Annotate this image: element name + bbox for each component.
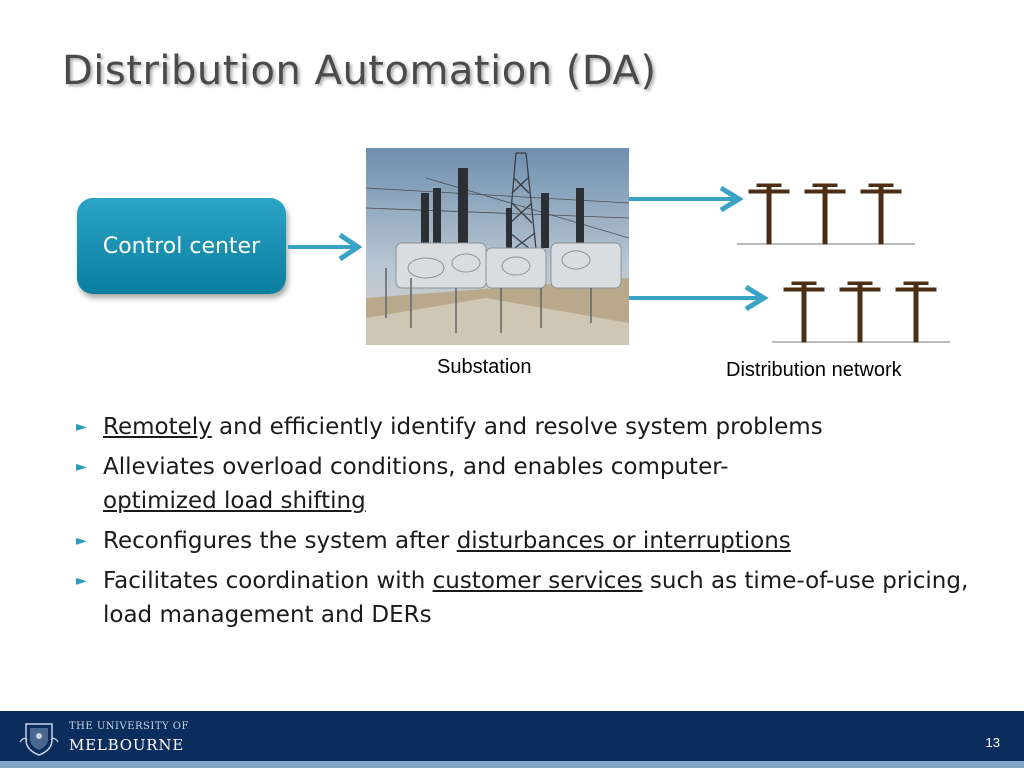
bullet-text: Reconfigures the system after bbox=[103, 528, 457, 554]
utility-poles-icon bbox=[737, 183, 915, 245]
bullet-list: ► Remotely and efficiently identify and … bbox=[76, 410, 976, 638]
university-crest-icon bbox=[19, 723, 59, 756]
bullet-text: Alleviates overload conditions, and enab… bbox=[103, 454, 729, 480]
footer-stripe bbox=[0, 761, 1024, 768]
logo-university-of: THE UNIVERSITY OF bbox=[69, 721, 189, 732]
substation-caption: Substation bbox=[437, 356, 532, 378]
bullet-arrow-icon: ► bbox=[76, 533, 87, 549]
bullet-text: Facilitates coordination with bbox=[103, 568, 433, 594]
bullet-underlined-text: disturbances or interruptions bbox=[456, 528, 791, 554]
bullet-arrow-icon: ► bbox=[76, 459, 87, 475]
bullet-text: and efficiently identify and resolve sys… bbox=[211, 414, 823, 440]
bullet-text: such as time-of-use pricing, load manage… bbox=[103, 568, 969, 628]
bullet-item: ► Remotely and efficiently identify and … bbox=[76, 410, 976, 444]
distribution-network-caption: Distribution network bbox=[726, 359, 902, 381]
bullet-item: ► Alleviates overload conditions, and en… bbox=[76, 450, 976, 518]
control-center-box: Control center bbox=[77, 198, 286, 294]
control-center-label: Control center bbox=[102, 233, 261, 259]
bullet-underlined-text: optimized load shifting bbox=[103, 488, 366, 514]
slide-title: Distribution Automation (DA) bbox=[62, 48, 657, 94]
logo-melbourne: MELBOURNE bbox=[69, 736, 185, 754]
arrow-to-substation bbox=[288, 232, 363, 262]
arrow-to-distribution-upper bbox=[629, 185, 744, 213]
bullet-underlined-text: Remotely bbox=[103, 414, 212, 440]
bullet-arrow-icon: ► bbox=[76, 573, 87, 589]
bullet-item: ► Facilitates coordination with customer… bbox=[76, 564, 976, 632]
bullet-underlined-text: customer services bbox=[432, 568, 643, 594]
arrow-to-distribution-lower bbox=[629, 284, 769, 312]
utility-poles-icon bbox=[772, 281, 950, 343]
page-number: 13 bbox=[985, 735, 1000, 750]
bullet-item: ► Reconfigures the system after disturba… bbox=[76, 524, 976, 558]
bullet-arrow-icon: ► bbox=[76, 419, 87, 435]
footer-bar bbox=[0, 711, 1024, 768]
substation-photo bbox=[366, 148, 629, 345]
